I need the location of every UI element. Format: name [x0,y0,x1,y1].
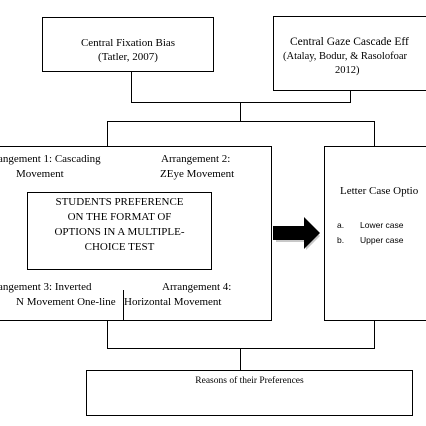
connector-bottom-left [107,320,108,349]
central-fixation-title: Central Fixation Bias [80,37,176,49]
right-arrow-icon [273,217,320,250]
connector-bottom-right [374,320,375,349]
arrangement-2-line1: Arrangement 2: [161,153,231,165]
center-line2: ON THE FORMAT OF [67,211,172,223]
arrangement-1-line1: angement 1: Cascading [0,153,101,165]
central-gaze-title: Central Gaze Cascade Eff [290,36,409,48]
connector-bottom-horizontal [107,348,375,349]
connector-center-down [240,102,241,121]
reasons-label: Reasons of their Preferences [195,376,304,386]
connector-gaze-down [350,91,351,103]
arrangement-divider-left [123,290,124,321]
letter-case-item-b-label: Upper case [360,235,404,245]
central-gaze-citation-line1: (Atalay, Bodur, & Rasolofoar [283,51,407,62]
connector-bottom-center [240,348,241,370]
arrangement-3-line1: angement 3: Inverted [0,281,92,293]
arrangement-1-line2: Movement [16,168,64,180]
connector-fixation-down [131,72,132,103]
central-gaze-citation-line2: 2012) [335,65,360,76]
students-preference-box [27,192,212,270]
connector-bracket-right [374,121,375,147]
central-fixation-box [42,17,214,72]
letter-case-item-a-label: Lower case [360,220,404,230]
center-line3: OPTIONS IN A MULTIPLE- [54,226,185,238]
letter-case-item-b-marker: b. [337,235,345,245]
reasons-box [86,370,413,416]
letter-case-title: Letter Case Optio [340,185,419,197]
arrangement-4-line2: Horizontal Movement [124,296,222,308]
letter-case-item-a-marker: a. [337,220,345,230]
letter-case-box [324,146,426,321]
central-fixation-citation: (Tatler, 2007) [98,51,158,63]
connector-bracket-horizontal [107,121,375,122]
central-gaze-box [273,16,426,91]
connector-bracket-left [107,121,108,147]
center-line1: STUDENTS PREFERENCE [55,196,184,208]
arrangement-2-line2: ZEye Movement [160,168,235,180]
arrangement-4-line1: Arrangement 4: [162,281,232,293]
arrangement-3-line2: N Movement One-line [16,296,116,308]
center-line4: CHOICE TEST [84,241,155,253]
